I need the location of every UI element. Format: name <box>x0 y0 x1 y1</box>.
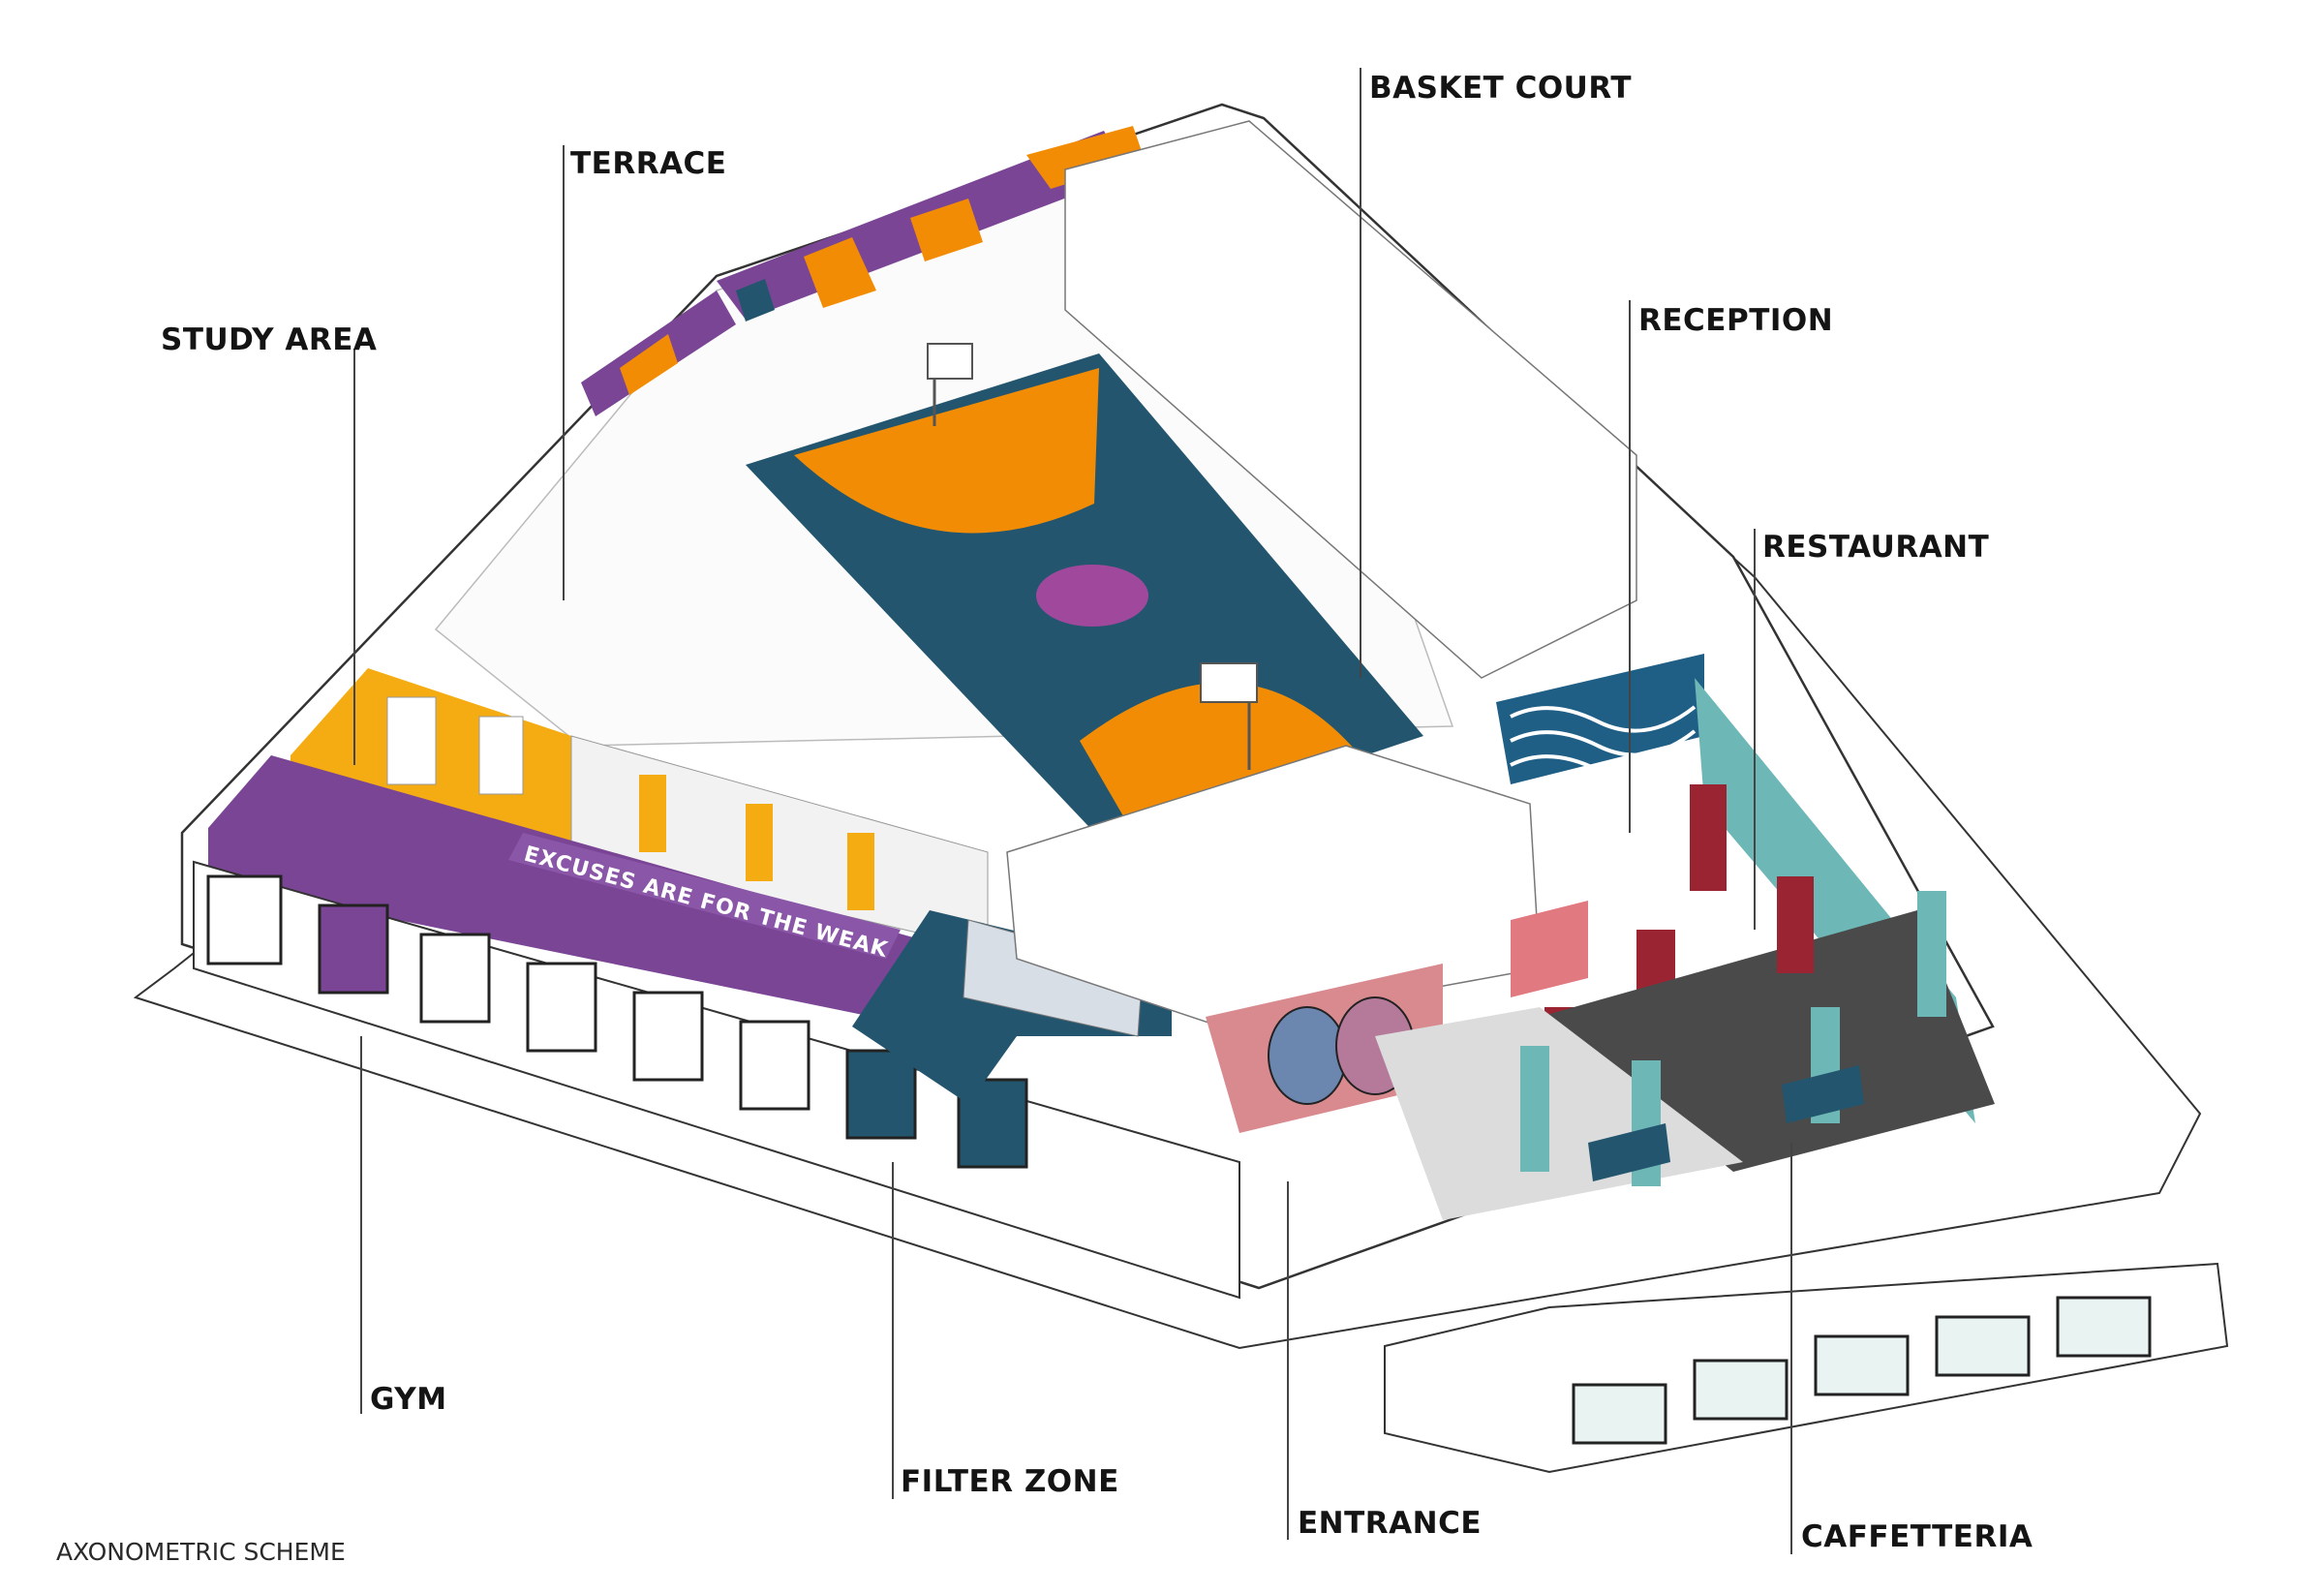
label-reception: RECEPTION <box>1638 303 1834 338</box>
label-study-area: STUDY AREA <box>161 322 378 357</box>
reception-block <box>1206 901 1675 1133</box>
label-filter-zone: FILTER ZONE <box>901 1464 1119 1499</box>
gym-facade <box>193 860 1240 1300</box>
basement-strip <box>1384 1262 2229 1474</box>
label-restaurant: RESTAURANT <box>1762 530 1990 565</box>
court-side-block <box>1064 120 1637 679</box>
label-entrance: ENTRANCE <box>1298 1506 1482 1541</box>
label-basket-court: BASKET COURT <box>1369 71 1632 106</box>
label-caffetteria: CAFFETTERIA <box>1801 1519 2034 1554</box>
label-terrace: TERRACE <box>570 146 727 181</box>
roof-mural <box>581 126 1145 416</box>
label-gym: GYM <box>370 1382 447 1417</box>
diagram-caption: AXONOMETRIC SCHEME <box>56 1538 346 1566</box>
restaurant-block <box>1375 654 1995 1220</box>
leader-lines <box>353 68 1792 1554</box>
basket-court <box>746 343 1423 842</box>
